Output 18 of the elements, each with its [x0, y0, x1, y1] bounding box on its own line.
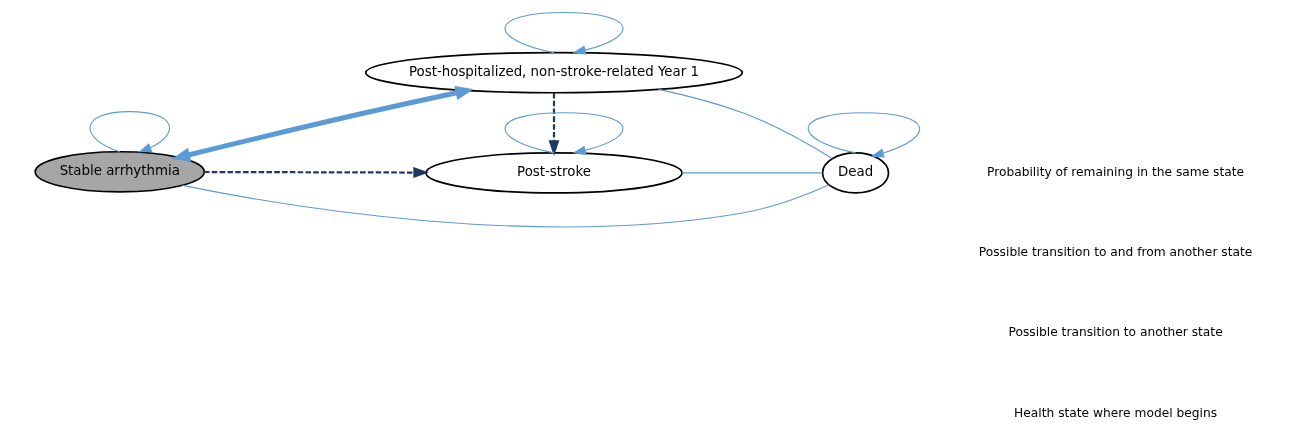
legend-label: Possible transition to and from another state [978, 245, 1253, 260]
node-ellipse: Stable arrhythmia [34, 150, 206, 193]
node-ellipse: Post-hospitalized, non-stroke-related Year 1 [364, 51, 744, 94]
node-ellipse: Post-stroke [425, 152, 683, 194]
connector [181, 184, 830, 228]
arrow [807, 112, 920, 158]
legend-label: Possible transition to another state [1008, 325, 1223, 340]
arrow [204, 167, 429, 178]
legend-label: Probability of remaining in the same state [987, 165, 1245, 180]
arrow [548, 92, 560, 156]
legend-label: Health state where model begins [1014, 405, 1218, 420]
arrow [504, 112, 624, 155]
connector [681, 172, 823, 174]
node-ellipse: Dead [821, 152, 890, 194]
arrow [171, 85, 474, 162]
arrow [89, 111, 171, 153]
connector [658, 88, 833, 160]
arrow [504, 12, 624, 55]
